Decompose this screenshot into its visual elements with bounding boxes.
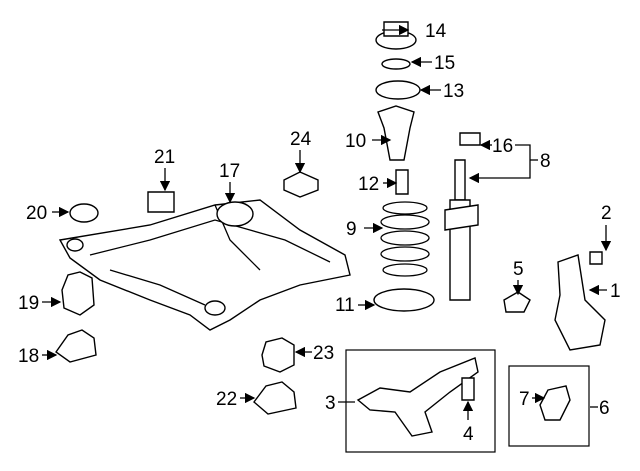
callout-15: 15 — [434, 53, 455, 74]
nut-part-16[interactable] — [459, 132, 481, 146]
callout-8: 8 — [540, 151, 551, 172]
callout-11: 11 — [335, 295, 355, 316]
callout-21: 21 — [154, 147, 175, 168]
stopper-part-12[interactable] — [395, 169, 409, 195]
callout-10: 10 — [345, 131, 366, 152]
bolt-part-2[interactable] — [589, 251, 603, 265]
mount-part-24[interactable] — [283, 171, 319, 198]
bracket-part-21[interactable] — [147, 191, 175, 213]
callout-16: 16 — [492, 136, 513, 157]
callout-23: 23 — [313, 343, 334, 364]
coil-spring-part-9[interactable] — [380, 201, 430, 277]
bushing-part-22[interactable] — [253, 381, 297, 415]
bearing-part-15[interactable] — [381, 58, 411, 70]
ball-joint-part-6[interactable] — [539, 385, 571, 421]
callout-22: 22 — [216, 389, 237, 410]
bushing-part-19[interactable] — [61, 271, 95, 316]
strut-mount-part-14[interactable] — [375, 21, 417, 50]
callout-12: 12 — [358, 174, 379, 195]
callout-14: 14 — [425, 21, 447, 42]
callout-19: 19 — [18, 293, 39, 314]
callout-9: 9 — [346, 219, 357, 240]
callout-24: 24 — [290, 129, 312, 150]
callout-18: 18 — [18, 346, 39, 367]
callout-4: 4 — [463, 424, 474, 445]
ball-joint-group-box — [508, 365, 590, 447]
knuckle-part-1[interactable] — [554, 254, 606, 351]
bumper-part-10[interactable] — [377, 105, 415, 161]
callout-13: 13 — [443, 81, 464, 102]
callout-3: 3 — [325, 393, 336, 414]
bushing-part-20[interactable] — [69, 203, 99, 223]
callout-1: 1 — [610, 281, 621, 302]
lower-arm-part[interactable] — [356, 357, 479, 437]
bracket-part-5[interactable] — [503, 291, 531, 313]
leader-lines — [42, 24, 612, 420]
subframe-part[interactable] — [58, 199, 351, 331]
strut-part-8[interactable] — [444, 159, 479, 301]
callout-20: 20 — [26, 203, 47, 224]
lower-arm-group-box — [345, 349, 496, 453]
callout-6: 6 — [599, 398, 610, 419]
callout-2: 2 — [601, 203, 612, 224]
bushing-part-23[interactable] — [261, 337, 295, 373]
bushing-part-18[interactable] — [55, 329, 97, 363]
insulator-part-11[interactable] — [373, 288, 435, 312]
callout-7: 7 — [519, 389, 530, 410]
spring-seat-part-13[interactable] — [375, 80, 421, 100]
callout-17: 17 — [219, 161, 240, 182]
callout-5: 5 — [513, 259, 524, 280]
bushing-part-4[interactable] — [461, 377, 475, 401]
